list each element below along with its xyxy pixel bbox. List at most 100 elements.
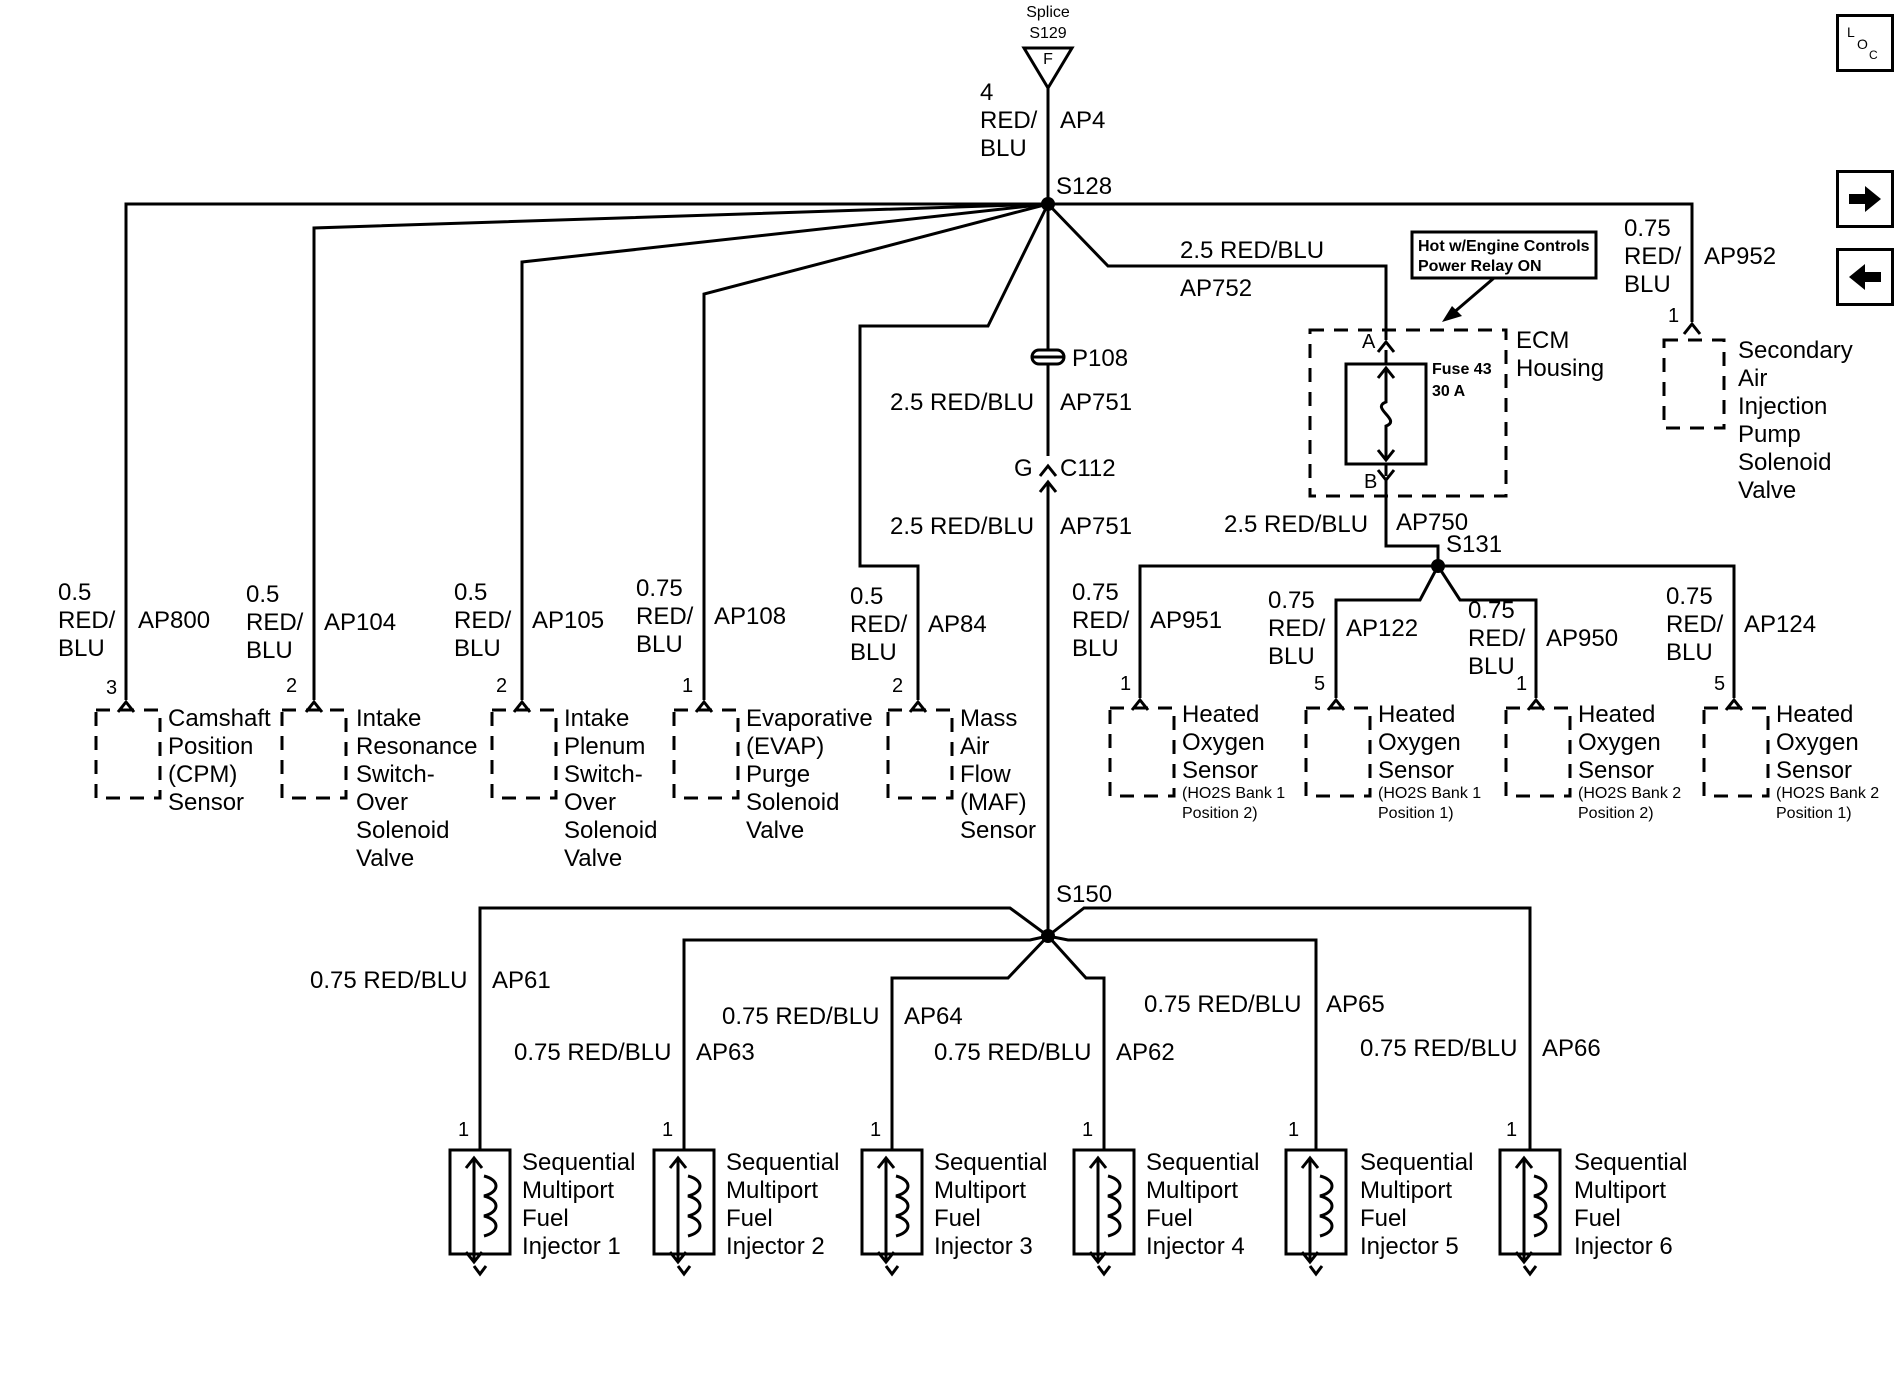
ap750-wire: 2.5 RED/BLU bbox=[1224, 511, 1368, 538]
location-letter-l: L bbox=[1847, 24, 1855, 40]
injector-coil-icon bbox=[483, 1174, 498, 1238]
sensor-circuit: AP951 bbox=[1150, 607, 1222, 634]
injector-terminal bbox=[676, 1265, 692, 1277]
ap751-lower-wire: 2.5 RED/BLU bbox=[890, 513, 1034, 540]
location-button[interactable]: L O C bbox=[1836, 14, 1894, 72]
injector-name-line: Sequential bbox=[1146, 1149, 1259, 1176]
injector-name-line: Multiport bbox=[726, 1177, 818, 1204]
sensor-pin: 5 bbox=[1714, 673, 1725, 695]
injector-arrow bbox=[876, 1251, 896, 1265]
fuse-element-icon bbox=[1379, 368, 1393, 458]
ap62-circuit: AP62 bbox=[1116, 1039, 1175, 1066]
wire-ap62 bbox=[1046, 934, 1106, 1150]
injector-pin: 1 bbox=[1288, 1119, 1299, 1141]
sensor-color-2: BLU bbox=[454, 635, 501, 662]
injector-name-line: Sequential bbox=[1574, 1149, 1687, 1176]
sensor-sub-line: Position 1) bbox=[1776, 805, 1852, 822]
sensor-color-2: BLU bbox=[1072, 635, 1119, 662]
sensor-name-line: Heated bbox=[1776, 701, 1853, 728]
ap63-wire: 0.75 RED/BLU bbox=[514, 1039, 671, 1066]
ap4-circuit-number: 4 bbox=[980, 79, 993, 106]
injector-name-line: Multiport bbox=[934, 1177, 1026, 1204]
previous-page-button[interactable] bbox=[1836, 248, 1894, 306]
ap63-circuit: AP63 bbox=[696, 1039, 755, 1066]
wire-ap952 bbox=[1048, 202, 1694, 322]
injector-name-line: Fuel bbox=[726, 1205, 773, 1232]
sensor-name-line: Evaporative bbox=[746, 705, 873, 732]
ap65-wire: 0.75 RED/BLU bbox=[1144, 991, 1301, 1018]
injector-arrow bbox=[1088, 1155, 1108, 1169]
wire-ap750 bbox=[1384, 480, 1440, 566]
sensor-color-2: BLU bbox=[850, 639, 897, 666]
sensor-circuit: AP124 bbox=[1744, 611, 1816, 638]
ecm-pin-a: A bbox=[1362, 331, 1376, 353]
component-maf-sensor: 0.5 RED/ BLU AP84 2 Mass Air Flow (MAF) … bbox=[850, 583, 1036, 844]
injector-name-line: Fuel bbox=[522, 1205, 569, 1232]
sensor-color-2: BLU bbox=[1268, 643, 1315, 670]
wire-ap61 bbox=[478, 906, 1049, 1150]
injector-arrow bbox=[876, 1155, 896, 1169]
ap64-circuit: AP64 bbox=[904, 1003, 963, 1030]
note-line-2: Power Relay ON bbox=[1418, 258, 1542, 275]
sensor-name-line: Flow bbox=[960, 761, 1011, 788]
sensor-pin: 1 bbox=[682, 675, 693, 697]
injector-pin: 1 bbox=[662, 1119, 673, 1141]
injector-name-line: Multiport bbox=[522, 1177, 614, 1204]
ap62-wire: 0.75 RED/BLU bbox=[934, 1039, 1091, 1066]
sensor-name-line: (CPM) bbox=[168, 761, 237, 788]
sensor-color-1: RED/ bbox=[850, 611, 908, 638]
wire-ap66 bbox=[1047, 906, 1532, 1150]
injector-name-line: Sequential bbox=[1360, 1149, 1473, 1176]
splice-connector-icon bbox=[1021, 46, 1075, 91]
sensor-color-2: BLU bbox=[1666, 639, 1713, 666]
sensor-color-2: BLU bbox=[636, 631, 683, 658]
air-pump-name-line: Pump bbox=[1738, 421, 1801, 448]
wire-ap122 bbox=[1334, 565, 1440, 698]
sensor-name-line: Sensor bbox=[168, 789, 244, 816]
sensor-pin: 2 bbox=[892, 675, 903, 697]
wire-ap65 bbox=[1047, 934, 1318, 1150]
injector-pin: 1 bbox=[1506, 1119, 1517, 1141]
sensor-name-line: Valve bbox=[746, 817, 804, 844]
sensor-name-line: Over bbox=[564, 789, 616, 816]
injector-name-line: Fuel bbox=[934, 1205, 981, 1232]
sensor-name-line: Over bbox=[356, 789, 408, 816]
injector-terminal bbox=[1096, 1265, 1112, 1277]
next-page-button[interactable] bbox=[1836, 170, 1894, 228]
injector-name-line: Multiport bbox=[1360, 1177, 1452, 1204]
air-pump-color-1: RED/ bbox=[1624, 243, 1682, 270]
sensor-circuit: AP104 bbox=[324, 609, 396, 636]
air-pump-name: Secondary Air Injection Pump Solenoid Va… bbox=[1738, 337, 1853, 504]
sensor-sub-line: Position 2) bbox=[1182, 805, 1258, 822]
splice-s131-label: S131 bbox=[1446, 531, 1502, 558]
injector-name-line: Injector 1 bbox=[522, 1233, 621, 1260]
sensor-sub-line: (HO2S Bank 2 bbox=[1578, 785, 1681, 802]
connector-c112-male-icon bbox=[1038, 463, 1058, 477]
wire-ap63 bbox=[682, 934, 1049, 1150]
ap752-wire: 2.5 RED/BLU bbox=[1180, 237, 1324, 264]
note-line-1: Hot w/Engine Controls bbox=[1418, 238, 1590, 255]
injector-coil-icon bbox=[1319, 1174, 1334, 1238]
sensor-color-1: RED/ bbox=[1268, 615, 1326, 642]
sensor-color-1: RED/ bbox=[1468, 625, 1526, 652]
sensor-size: 0.75 bbox=[1666, 583, 1713, 610]
wire-ap108 bbox=[702, 202, 1049, 700]
sensor-circuit: AP84 bbox=[928, 611, 987, 638]
sensor-name-line: (EVAP) bbox=[746, 733, 824, 760]
air-pump-size: 0.75 bbox=[1624, 215, 1671, 242]
sensor-name-line: Heated bbox=[1378, 701, 1455, 728]
component-injector-6: 1 Sequential Multiport Fuel Injector 6 bbox=[1498, 1119, 1687, 1277]
wire-ap64 bbox=[890, 934, 1050, 1150]
sensor-name-line: Oxygen bbox=[1378, 729, 1461, 756]
sensor-color-1: RED/ bbox=[1072, 607, 1130, 634]
c112-pin: G bbox=[1014, 455, 1033, 482]
sensor-name-line: Purge bbox=[746, 761, 810, 788]
ap751-upper-circuit: AP751 bbox=[1060, 389, 1132, 416]
component-ho2s-b2p2: 0.75 RED/ BLU AP950 1 Heated Oxygen Sens… bbox=[1468, 597, 1681, 822]
sensor-pin: 5 bbox=[1314, 673, 1325, 695]
air-pump-name-line: Secondary bbox=[1738, 337, 1853, 364]
sensor-pin: 2 bbox=[496, 675, 507, 697]
fuse-arrow-bottom bbox=[1376, 449, 1396, 463]
note-box bbox=[1410, 230, 1598, 280]
